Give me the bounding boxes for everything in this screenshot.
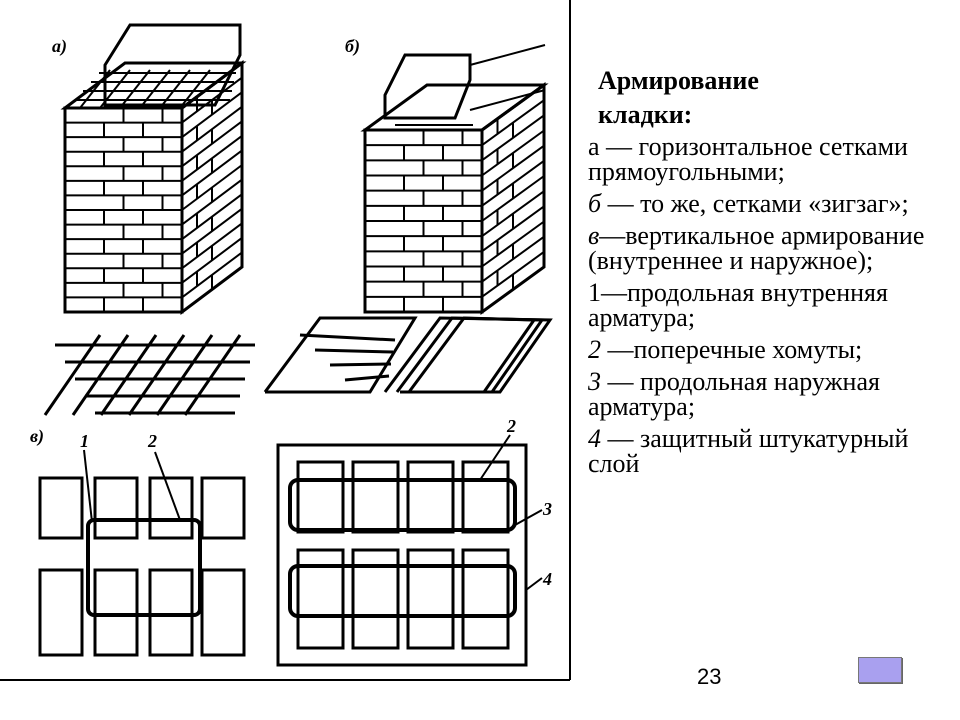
vertical-reinforcement-plans	[38, 434, 543, 667]
caption-text: Армирование кладки: а — горизонтальное с…	[588, 64, 958, 483]
title-line-1: Армирование	[598, 66, 759, 95]
brick-pier-a	[60, 23, 247, 315]
legend-marker: 3	[588, 367, 601, 396]
legend-text: —поперечные хомуты;	[601, 335, 863, 364]
legend-item: 1—продольная внутренняя арматура;	[588, 278, 958, 332]
legend-text: —продольная внутренняя арматура;	[588, 278, 888, 332]
label-a: а)	[52, 36, 67, 57]
legend-marker: в	[588, 221, 600, 250]
legend-item: 2 —поперечные хомуты;	[588, 335, 958, 364]
legend-marker: 2	[588, 335, 601, 364]
legend-item: 3 — продольная наружная арматура;	[588, 367, 958, 421]
legend-marker: 1	[588, 278, 601, 307]
legend-text: — защитный штукатурный слой	[588, 424, 909, 478]
callout-2: 2	[147, 431, 157, 451]
legend-text: —вертикальное армирование (внутреннее и …	[588, 221, 925, 275]
legend-item: в—вертикальное армирование (внутреннее и…	[588, 221, 958, 275]
next-slide-button[interactable]	[858, 657, 902, 683]
caption-title: Армирование кладки:	[588, 64, 958, 132]
callout-2-right: 2	[506, 416, 516, 436]
callout-1: 1	[80, 431, 89, 451]
legend-item: а — горизонтальное сетками прямоугольным…	[588, 132, 958, 186]
legend-marker: б	[588, 189, 602, 218]
legend-text: — то же, сетками «зигзаг»;	[601, 189, 909, 218]
legend-marker: а	[588, 132, 600, 161]
legend-text: — горизонтальное сетками прямоугольными;	[588, 132, 908, 186]
legend-text: — продольная наружная арматура;	[588, 367, 880, 421]
page-number: 23	[697, 664, 722, 689]
label-b: б)	[345, 36, 360, 57]
title-line-2: кладки:	[598, 100, 693, 129]
masonry-reinforcement-figure: а) б) в) 1 2 2 3 4	[0, 0, 571, 681]
legend-marker: 4	[588, 424, 601, 453]
reinforcement-meshes	[43, 316, 553, 416]
callout-4: 4	[542, 569, 552, 589]
brick-pier-b	[360, 44, 549, 315]
legend-item: 4 — защитный штукатурный слой	[588, 424, 958, 478]
legend-item: б — то же, сетками «зигзаг»;	[588, 189, 958, 218]
callout-3: 3	[542, 499, 552, 519]
label-v: в)	[30, 426, 44, 447]
